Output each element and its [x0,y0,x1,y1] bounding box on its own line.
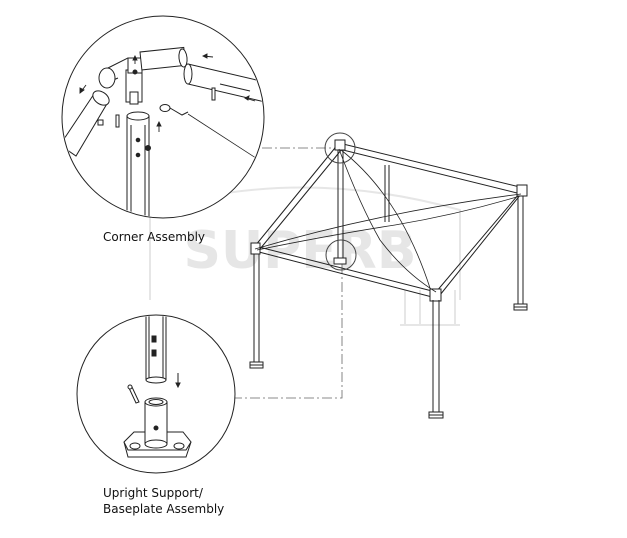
corner-right-beam [183,63,263,103]
baseplate-caption-line1: Upright Support/ [103,486,203,500]
corner-assembly-caption: Corner Assembly [103,230,206,244]
corner-arrows [79,53,256,132]
base-detail-marker [325,239,357,271]
base-pin [127,384,140,404]
canopy-lines [254,148,522,293]
corner-assembly-detail [61,15,265,219]
watermark: SUPERB [149,186,461,326]
corner-upright-pole [126,111,150,217]
leg-front-left [249,254,264,369]
corner-left-beam [63,90,110,157]
watermark-text: SUPERB [184,221,417,281]
corner-pins [97,87,216,151]
base-arrow [175,373,181,389]
base-socket [144,397,168,449]
baseplate-detail-circle [76,314,236,474]
leader-base [232,262,343,399]
leg-front-right [428,300,444,419]
leg-back-right [513,196,528,311]
baseplate-assembly-detail [76,314,236,474]
baseplate-caption-line2: Baseplate Assembly [103,502,225,516]
corner-rope-clip [159,104,263,163]
top-beams [254,142,525,299]
base-upright-pole [145,316,167,384]
corner-detail-marker [324,132,356,164]
gazebo-frame [249,139,528,419]
center-pole [384,165,390,222]
detail-markers [324,132,357,271]
corner-connector [98,46,188,105]
